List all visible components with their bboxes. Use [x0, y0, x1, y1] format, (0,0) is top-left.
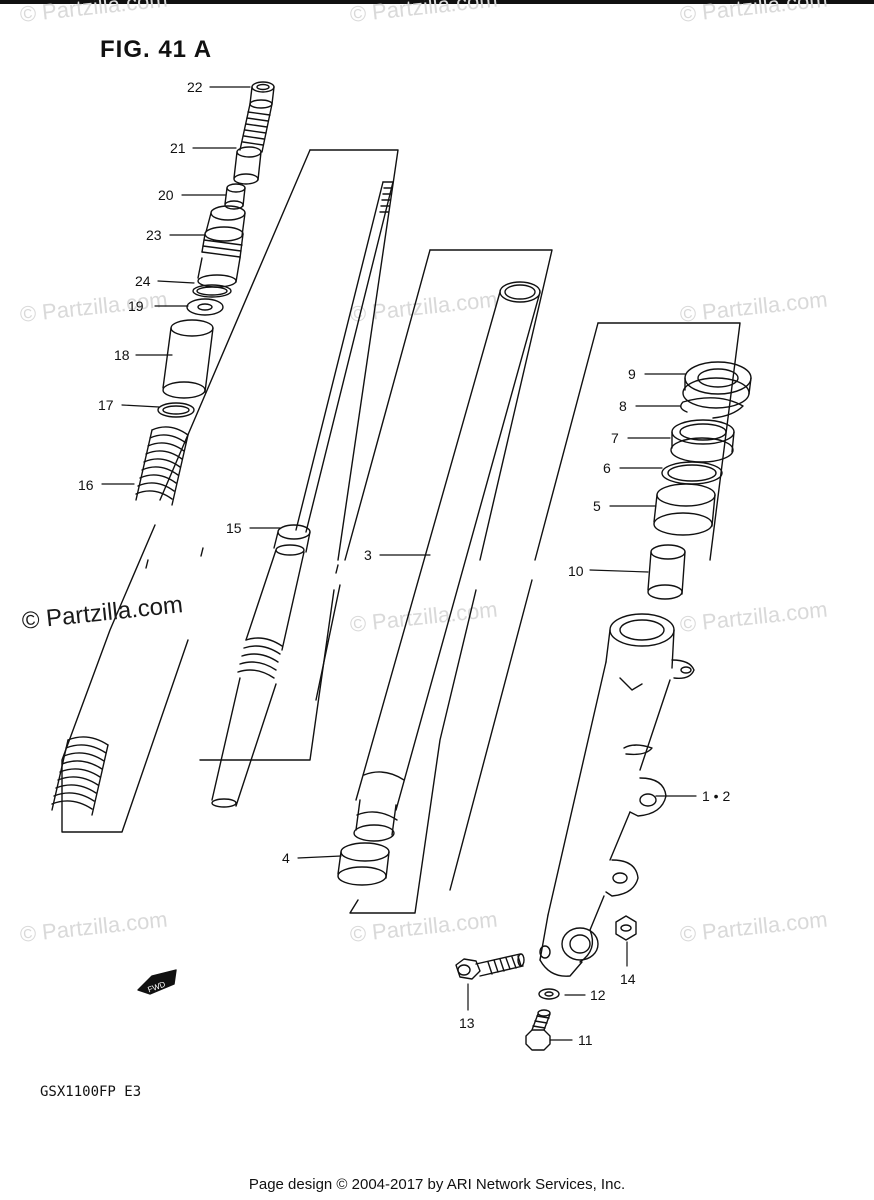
callout-12: 12 — [590, 987, 606, 1003]
spring-group-outline — [61, 149, 399, 833]
right-group-outline — [449, 322, 741, 891]
figure-title: FIG. 41 A — [100, 36, 213, 63]
fwd-arrow-icon — [137, 969, 177, 995]
callout-1-2: 1 • 2 — [702, 788, 730, 804]
callout-19: 19 — [128, 298, 144, 314]
part-13-bolt — [455, 953, 525, 980]
part-21-collar — [233, 146, 262, 185]
callout-11: 11 — [578, 1032, 593, 1048]
callout-21: 21 — [170, 140, 186, 156]
part-9-dust-seal — [682, 361, 752, 409]
part-7-oil-seal — [670, 419, 735, 463]
part-20-nut — [224, 183, 246, 210]
callout-9: 9 — [628, 366, 636, 382]
callout-18: 18 — [114, 347, 130, 363]
part-18-spacer — [162, 319, 214, 399]
part-23-adjuster — [197, 205, 246, 288]
page-footer: Page design © 2004-2017 by ARI Network S… — [248, 1176, 626, 1193]
part-10-bushing — [647, 544, 686, 600]
callout-labels: 22 21 20 23 24 19 18 17 16 15 3 4 9 8 7 … — [78, 79, 730, 1048]
callout-23: 23 — [146, 227, 162, 243]
part-16-spring-lower — [51, 736, 109, 816]
part-17-seat — [157, 402, 195, 418]
callout-20: 20 — [158, 187, 174, 203]
leader-lines — [101, 86, 697, 1041]
part-8-circlip — [680, 397, 744, 419]
callout-17: 17 — [98, 397, 114, 413]
top-border-rule — [0, 0, 874, 4]
callout-4: 4 — [282, 850, 290, 866]
break-marks — [145, 547, 339, 574]
part-22-cap-bolt — [239, 81, 275, 153]
middle-group-outline — [315, 249, 553, 914]
part-3-inner-tube — [353, 281, 541, 842]
callout-14: 14 — [620, 971, 636, 987]
callout-15: 15 — [226, 520, 242, 536]
callout-24: 24 — [135, 273, 151, 289]
part-4-bushing — [337, 842, 390, 886]
part-11-bolt — [525, 1009, 551, 1051]
callout-13: 13 — [459, 1015, 475, 1031]
callout-3: 3 — [364, 547, 372, 563]
callout-8: 8 — [619, 398, 627, 414]
part-14-nut — [615, 915, 637, 941]
callout-6: 6 — [603, 460, 611, 476]
part-19-washer — [186, 298, 224, 316]
part-12-washer — [538, 988, 560, 1000]
part-24-o-ring — [192, 284, 232, 298]
model-code: GSX1100FP E3 — [40, 1084, 142, 1100]
part-16-spring-upper — [135, 426, 189, 506]
callout-5: 5 — [593, 498, 601, 514]
callout-22: 22 — [187, 79, 203, 95]
callout-7: 7 — [611, 430, 619, 446]
part-5-bushing — [653, 483, 716, 536]
callout-16: 16 — [78, 477, 94, 493]
part-15-damper-rod — [211, 181, 394, 808]
callout-10: 10 — [568, 563, 584, 579]
part-6-washer — [661, 461, 723, 485]
